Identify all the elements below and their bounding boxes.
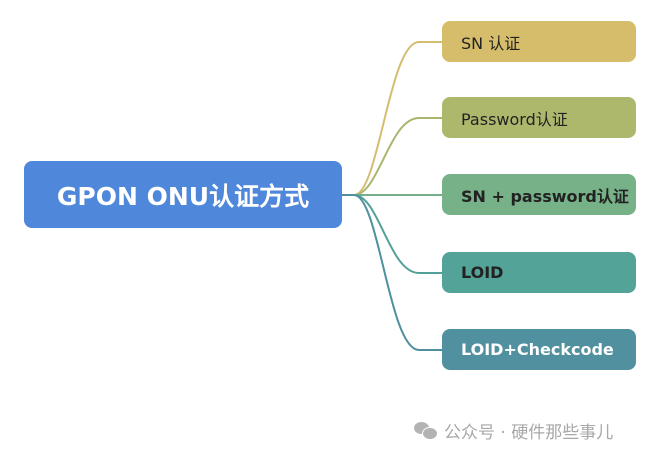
connector-line-sn: [353, 41, 442, 196]
root-node-label: GPON ONU认证方式: [56, 181, 310, 211]
connector-line-loid: [353, 194, 442, 274]
child-node-password-auth[interactable]: Password认证: [442, 97, 636, 138]
child-node-label: SN + password认证: [461, 186, 629, 206]
child-node-label: SN 认证: [461, 33, 521, 53]
child-node-sn-auth[interactable]: SN 认证: [442, 21, 636, 62]
wechat-icon: [414, 421, 438, 440]
connector-line-loid-checkcode: [353, 194, 442, 351]
child-node-label: LOID: [461, 263, 504, 282]
child-node-loid[interactable]: LOID: [442, 252, 636, 293]
connector-line-password: [353, 117, 442, 196]
child-node-loid-checkcode[interactable]: LOID+Checkcode: [442, 329, 636, 370]
watermark-text: 公众号 · 硬件那些事儿: [444, 423, 614, 443]
child-node-label: LOID+Checkcode: [461, 340, 614, 359]
root-node[interactable]: GPON ONU认证方式: [24, 161, 342, 228]
child-node-label: Password认证: [461, 109, 568, 129]
child-node-sn-password-auth[interactable]: SN + password认证: [442, 174, 636, 215]
watermark: 公众号 · 硬件那些事儿: [414, 418, 613, 443]
